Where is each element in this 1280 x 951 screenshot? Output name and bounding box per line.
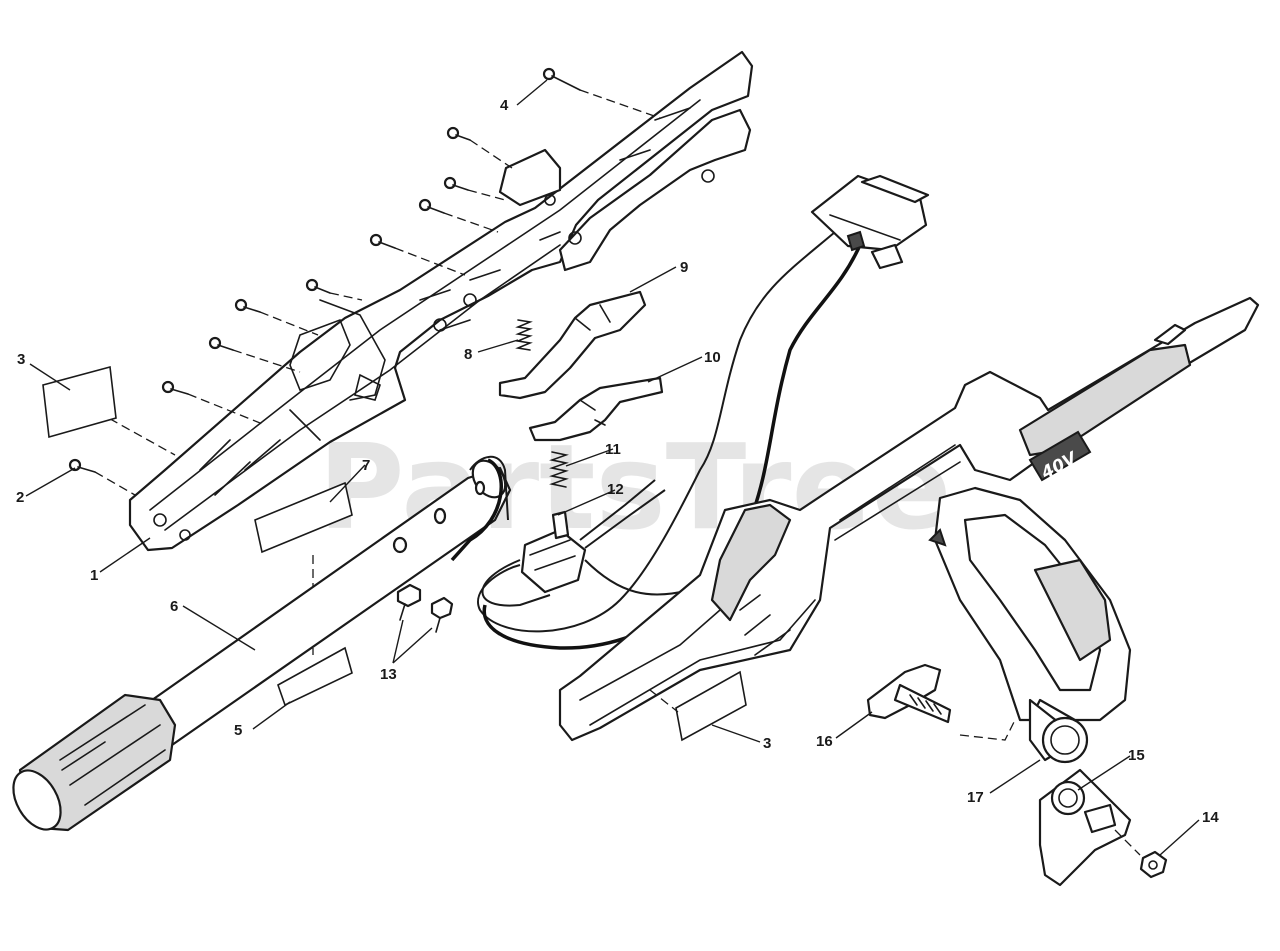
screw-icon <box>369 233 396 249</box>
callout-15[interactable]: 15 <box>1128 747 1145 764</box>
callouts: 1 2 3 3 4 5 6 7 8 9 10 11 12 13 14 15 16… <box>16 97 1219 826</box>
spring-icon[interactable] <box>549 451 569 488</box>
callout-14[interactable]: 14 <box>1202 809 1219 826</box>
callout-10[interactable]: 10 <box>704 349 721 366</box>
screw-group-left[interactable] <box>68 67 581 473</box>
screw-icon <box>208 336 234 351</box>
nut-icon[interactable] <box>1139 850 1168 879</box>
callout-3-right[interactable]: 3 <box>763 735 771 752</box>
spring-icon[interactable] <box>515 319 533 351</box>
assist-handle-icon[interactable] <box>928 486 1132 764</box>
handle-bracket-icon[interactable] <box>1038 768 1132 887</box>
tube-icon[interactable] <box>4 455 512 838</box>
screw-icon <box>396 583 422 621</box>
callout-17[interactable]: 17 <box>967 789 984 806</box>
screw-pair[interactable] <box>396 583 454 633</box>
trigger-icon[interactable] <box>528 376 664 442</box>
switch-icon[interactable] <box>481 479 691 607</box>
callout-9[interactable]: 9 <box>680 259 688 276</box>
housing-half-left[interactable] <box>128 50 754 552</box>
screw-icon <box>446 126 471 141</box>
leader-lines <box>25 79 1200 856</box>
callout-7[interactable]: 7 <box>362 457 370 474</box>
callout-8[interactable]: 8 <box>464 346 472 363</box>
screw-icon <box>430 596 454 633</box>
label-icon[interactable] <box>254 481 353 554</box>
screw-icon <box>418 198 445 214</box>
screw-icon <box>68 458 96 473</box>
screw-icon <box>305 278 331 294</box>
callout-11[interactable]: 11 <box>605 441 621 458</box>
callout-2[interactable]: 2 <box>16 489 24 506</box>
callout-3-left[interactable]: 3 <box>17 351 25 368</box>
screw-icon <box>443 176 469 191</box>
label-icon[interactable] <box>42 365 117 439</box>
battery-connector[interactable] <box>810 174 930 270</box>
callout-4[interactable]: 4 <box>500 97 509 114</box>
knob-bolt-icon[interactable] <box>866 663 952 724</box>
screw-icon <box>234 298 261 313</box>
callout-12[interactable]: 12 <box>607 481 624 498</box>
callout-6[interactable]: 6 <box>170 598 178 615</box>
screw-icon <box>542 67 581 91</box>
screw-icon <box>161 380 189 395</box>
callout-13[interactable]: 13 <box>380 666 397 683</box>
trigger-lock-icon[interactable] <box>498 290 647 400</box>
callout-16[interactable]: 16 <box>816 733 833 750</box>
housing-half-right[interactable]: 40V <box>558 296 1260 742</box>
label-icon[interactable] <box>675 670 747 742</box>
callout-5[interactable]: 5 <box>234 722 242 739</box>
callout-1[interactable]: 1 <box>90 567 98 584</box>
label-icon[interactable] <box>277 646 353 707</box>
